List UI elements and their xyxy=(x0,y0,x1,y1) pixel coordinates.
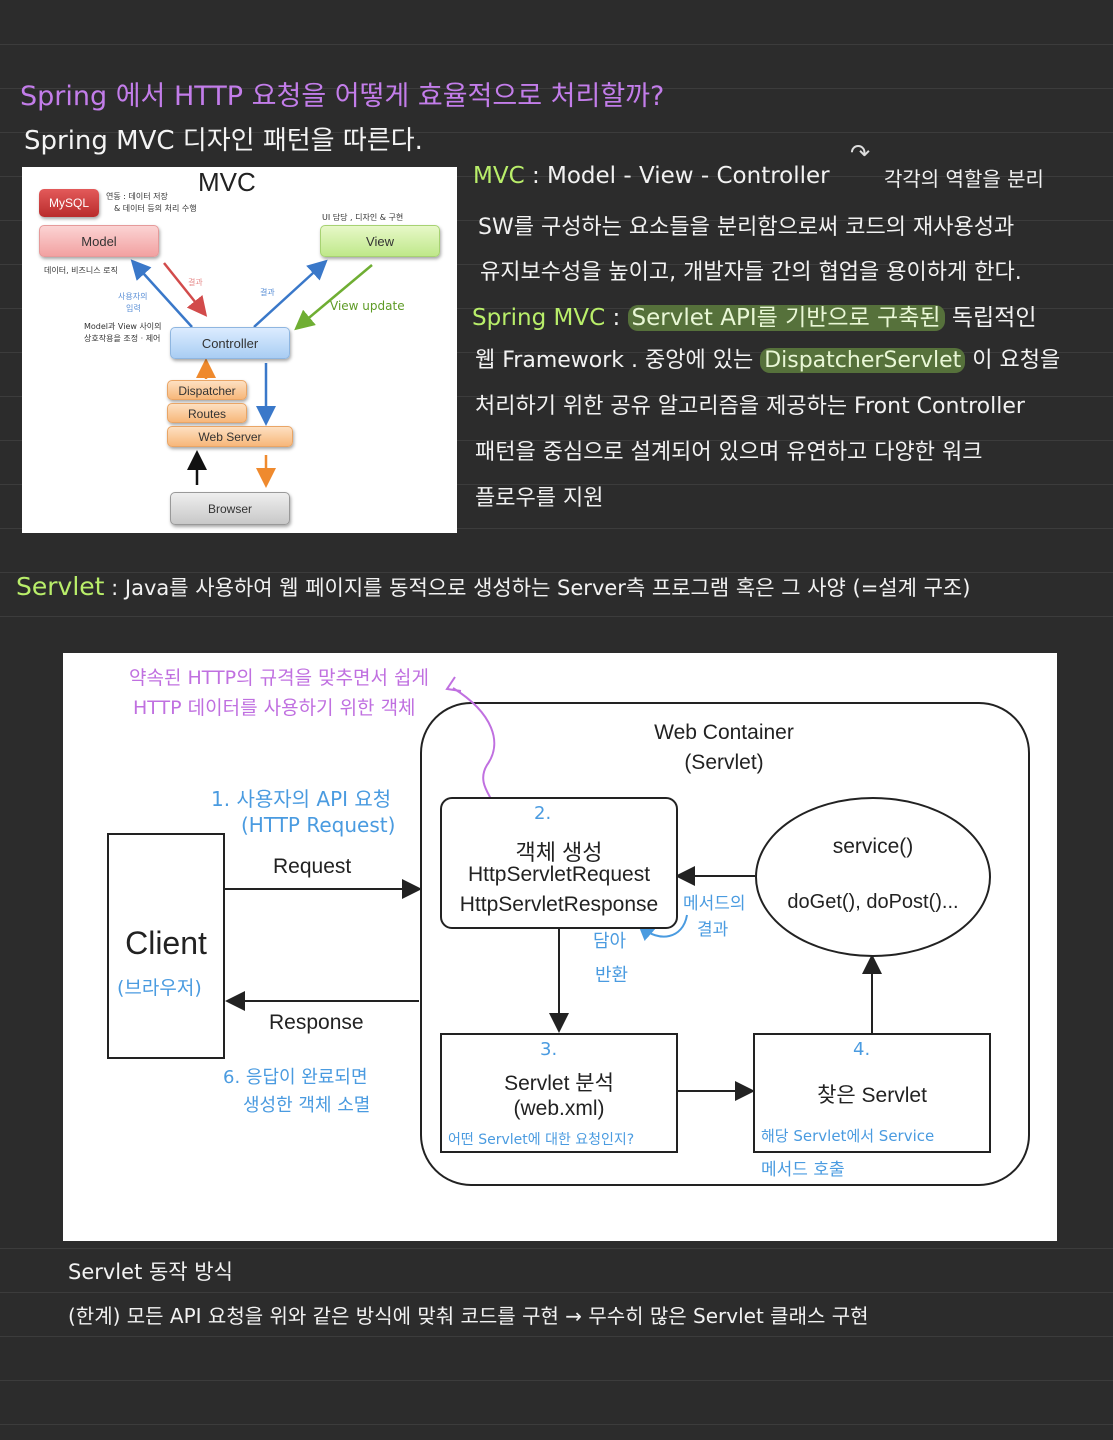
servlet-diagram: 약속된 HTTP의 규격을 맞추면서 쉽게 HTTP 데이터를 사용하기 위한 … xyxy=(63,653,1057,1241)
response-label: Response xyxy=(269,1011,364,1034)
spring-mvc-line-1: Spring MVC : Servlet API를 기반으로 구축된 독립적인 xyxy=(472,298,1036,332)
client-note: (브라우저) xyxy=(117,977,202,999)
http-object-note-1: 약속된 HTTP의 규격을 맞추면서 쉽게 xyxy=(129,667,430,689)
result-note-1: 결과 xyxy=(188,278,203,287)
step6-note-1: 6. 응답이 완료되면 xyxy=(223,1067,368,1088)
step1-note-1: 1. 사용자의 API 요청 xyxy=(211,787,392,811)
controller-to-view-arrow xyxy=(253,259,328,328)
mysql-note-2: & 데이터 등의 처리 수행 xyxy=(114,204,197,213)
mvc-line-3: 유지보수성을 높이고, 개발자들 간의 협업을 용이하게 한다. xyxy=(480,260,1022,285)
web-container-border xyxy=(420,702,1030,1186)
request-note-2: 입력 xyxy=(126,304,141,313)
service-call-note-2: 메서드 호출 xyxy=(761,1160,845,1180)
spring-mvc-label: Spring MVC xyxy=(472,305,606,331)
object-creation-box: 2. 객체 생성 HttpServletRequest HttpServletR… xyxy=(440,797,678,929)
service-ellipse: service() doGet(), doPost()... xyxy=(755,797,991,957)
mysql-note-1: 연동 : 데이터 저장 xyxy=(106,192,168,201)
web-xml-label: (web.xml) xyxy=(513,1097,605,1120)
found-servlet-title: 찾은 Servlet xyxy=(817,1084,927,1107)
controller-to-model-arrow xyxy=(130,259,193,328)
dispatcher-servlet-highlight: DispatcherServlet xyxy=(760,348,966,373)
mvc-definition: : Model - View - Controller xyxy=(531,163,830,189)
request-note-1: 사용자의 xyxy=(118,292,148,301)
mvc-arrows xyxy=(130,259,373,488)
found-servlet-box: 4. 찾은 Servlet 해당 Servlet에서 Service xyxy=(753,1033,991,1153)
mvc-diagram: MVC MySQL 연동 : 데이터 저장 & 데이터 등의 처리 수행 Mod… xyxy=(22,167,457,533)
view-note: UI 담당 , 디자인 & 구현 xyxy=(322,213,404,222)
dispatcher-box: Dispatcher xyxy=(167,380,247,400)
web-server-box: Web Server xyxy=(167,426,293,447)
return-curve-arrow xyxy=(638,914,688,941)
servlet-operation-title: Servlet 동작 방식 xyxy=(68,1260,233,1284)
view-update-note: View update xyxy=(330,299,405,313)
mvc-label: MVC xyxy=(473,163,525,189)
spring-mvc-line-5: 플로우를 지원 xyxy=(475,486,604,511)
independent-text: 독립적인 xyxy=(951,305,1037,331)
framework-text: 웹 Framework . 중앙에 있는 xyxy=(475,348,754,373)
web-container-title: Web Container xyxy=(654,721,794,744)
view-to-controller-arrow xyxy=(294,264,373,331)
model-to-controller-arrow xyxy=(163,262,208,317)
request-label: Request xyxy=(273,855,352,878)
servlet-api-highlight: Servlet API를 기반으로 구축된 xyxy=(627,305,945,331)
question-heading: Spring 에서 HTTP 요청을 어떻게 효율적으로 처리할까? xyxy=(20,81,665,112)
method-note-2: 결과 xyxy=(697,920,729,940)
browser-box: Browser xyxy=(170,492,290,525)
http-servlet-response-label: HttpServletResponse xyxy=(459,893,659,916)
mvc-title: MVC xyxy=(198,167,256,197)
return-note: 반환 xyxy=(595,965,629,986)
object-pointer-curve xyxy=(452,687,496,814)
mvc-line-2: SW를 구성하는 요소들을 분리함으로써 코드의 재사용성과 xyxy=(478,215,1015,240)
object-creation-title: 객체 생성 xyxy=(515,840,603,865)
view-box: View xyxy=(320,225,440,257)
curved-arrow-icon: ↷ xyxy=(850,139,871,167)
routes-box: Routes xyxy=(167,403,247,423)
which-servlet-note: 어떤 Servlet에 대한 요청인지? xyxy=(448,1132,635,1148)
spring-mvc-line-3: 처리하기 위한 공유 알고리즘을 제공하는 Front Controller xyxy=(475,394,1025,419)
controller-note-1: Model과 View 사이의 xyxy=(84,322,162,331)
doget-dopost-label: doGet(), doPost()... xyxy=(787,891,959,913)
controller-note-2: 상호작용을 조정 · 제어 xyxy=(84,334,161,343)
spring-mvc-line-4: 패턴을 중심으로 설계되어 있으며 유연하고 다양한 워크 xyxy=(475,440,983,465)
result-note-2: 결과 xyxy=(260,288,275,297)
object-pointer-head xyxy=(445,676,462,692)
servlet-limit-note: (한계) 모든 API 요청을 위와 같은 방식에 맞춰 코드를 구현 → 무수… xyxy=(68,1304,869,1328)
step6-note-2: 생성한 객체 소멸 xyxy=(243,1095,371,1116)
service-method-label: service() xyxy=(832,835,914,858)
service-call-note-1: 해당 Servlet에서 Service xyxy=(761,1127,935,1145)
servlet-analysis-title: Servlet 분석 xyxy=(504,1072,614,1095)
model-note: 데이터, 비즈니스 로직 xyxy=(44,266,118,275)
mysql-box: MySQL xyxy=(39,189,99,217)
web-container-subtitle: (Servlet) xyxy=(684,751,764,774)
model-box: Model xyxy=(39,225,159,257)
answer-heading: Spring MVC 디자인 패턴을 따른다. xyxy=(24,126,423,156)
servlet-label: Servlet xyxy=(16,572,105,601)
step1-note-2: (HTTP Request) xyxy=(241,813,396,837)
servlet-analysis-box: 3. Servlet 분석 (web.xml) 어떤 Servlet에 대한 요… xyxy=(440,1033,678,1153)
request-text: 이 요청을 xyxy=(972,348,1061,373)
step4-number: 4. xyxy=(853,1039,871,1060)
step3-number: 3. xyxy=(540,1039,558,1060)
spring-mvc-line-2: 웹 Framework . 중앙에 있는 DispatcherServlet 이… xyxy=(475,342,1060,374)
step2-number: 2. xyxy=(534,803,552,824)
contain-note: 담아 xyxy=(593,931,627,952)
mvc-role-note: 각각의 역할을 분리 xyxy=(884,167,1044,191)
spring-mvc-colon: : xyxy=(612,305,621,331)
servlet-definition-text: : Java를 사용하여 웹 페이지를 동적으로 생성하는 Server측 프로… xyxy=(111,576,971,600)
client-box: Client (브라우저) xyxy=(107,833,225,1059)
method-note-1: 메서드의 xyxy=(683,894,746,914)
servlet-definition: Servlet : Java를 사용하여 웹 페이지를 동적으로 생성하는 Se… xyxy=(16,572,970,602)
mvc-line-1: MVC : Model - View - Controller xyxy=(473,163,830,189)
http-object-note-2: HTTP 데이터를 사용하기 위한 객체 xyxy=(133,697,416,719)
http-servlet-request-label: HttpServletRequest xyxy=(467,863,651,886)
client-label: Client xyxy=(125,925,207,961)
controller-box: Controller xyxy=(170,327,290,359)
